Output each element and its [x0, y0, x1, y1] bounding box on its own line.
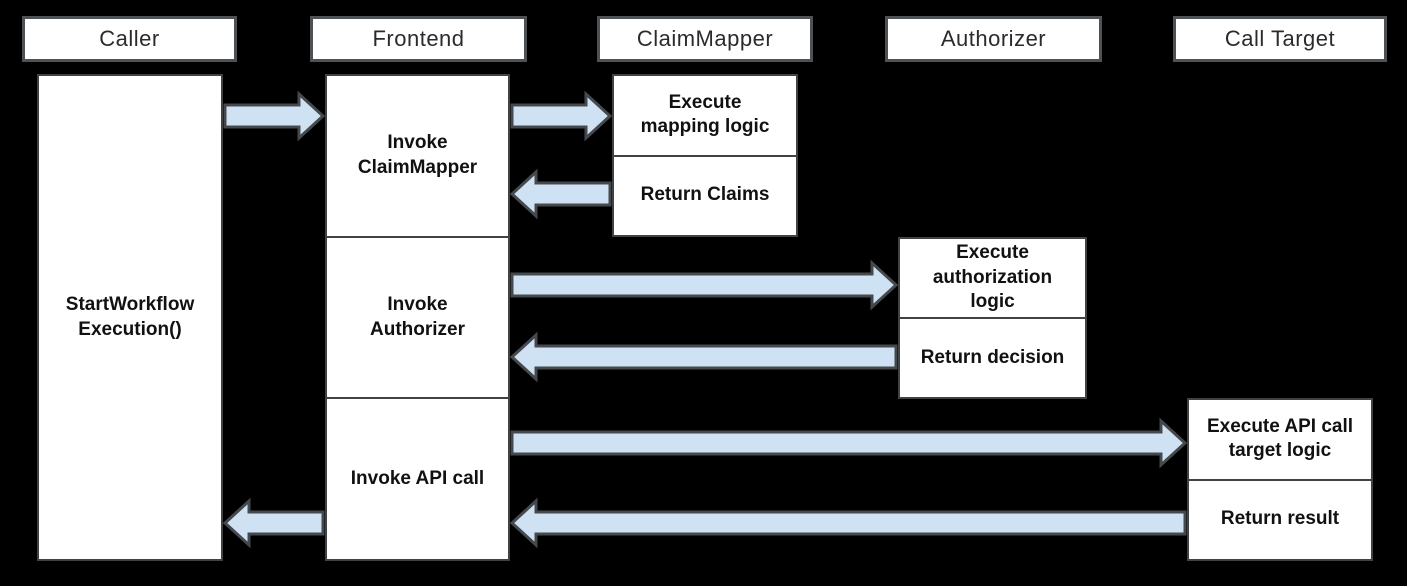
lane-header-authorizer-label: Authorizer — [940, 26, 1047, 51]
arrow-authorizer-to-frontend-icon — [509, 331, 898, 383]
lane-header-calltarget: Call Target — [1173, 16, 1387, 62]
frontend-invoke-api-label: Invoke API call — [327, 397, 508, 559]
arrow-frontend-to-authorizer-icon — [510, 259, 899, 311]
arrow-shape — [222, 497, 325, 549]
caller-action-label: StartWorkflow Execution() — [65, 293, 195, 340]
calltarget-return-label: Return result — [1189, 478, 1371, 560]
lane-header-calltarget-label: Call Target — [1224, 26, 1336, 51]
calltarget-execute-label: Execute API call target logic — [1206, 415, 1354, 462]
arrow-frontend-to-claimmapper-icon — [510, 90, 613, 142]
arrow-calltarget-to-frontend-icon — [509, 497, 1187, 549]
authorizer-return-label: Return decision — [900, 317, 1085, 397]
arrow-shape — [509, 331, 898, 383]
arrow-claimmapper-to-frontend-icon — [509, 168, 612, 220]
frontend-invoke-authorizer-label: Invoke Authorizer — [327, 235, 508, 398]
frontend-invoke-claimmapper-label: Invoke ClaimMapper — [357, 132, 478, 178]
arrow-shape — [223, 90, 326, 142]
arrow-shape — [510, 90, 613, 142]
authorizer-execute-label: Execute authorization logic — [932, 242, 1053, 313]
arrow-frontend-to-calltarget-icon — [510, 417, 1188, 469]
lane-header-claimmapper: ClaimMapper — [597, 16, 813, 62]
arrow-shape — [509, 168, 612, 220]
arrow-shape — [510, 259, 899, 311]
arrow-caller-to-frontend-icon — [223, 90, 326, 142]
lane-header-frontend: Frontend — [310, 16, 527, 62]
claimmapper-return-label: Return Claims — [614, 154, 796, 236]
lane-header-caller: Caller — [22, 16, 237, 62]
lane-header-caller-label: Caller — [99, 26, 160, 51]
authorizer-activation-box: Execute authorization logic Return decis… — [898, 237, 1087, 399]
lane-header-authorizer: Authorizer — [885, 16, 1102, 62]
caller-activation-box: StartWorkflow Execution() — [37, 74, 223, 561]
arrow-shape — [509, 497, 1187, 549]
arrow-shape — [510, 417, 1188, 469]
lane-header-claimmapper-label: ClaimMapper — [636, 26, 774, 51]
frontend-activation-box: Invoke ClaimMapper Invoke Authorizer Inv… — [325, 74, 510, 561]
arrow-frontend-to-caller-icon — [222, 497, 325, 549]
lane-header-frontend-label: Frontend — [372, 26, 465, 51]
claimmapper-activation-box: Execute mapping logic Return Claims — [612, 74, 798, 237]
claimmapper-execute-label: Execute mapping logic — [640, 91, 770, 138]
calltarget-activation-box: Execute API call target logic Return res… — [1187, 398, 1373, 561]
